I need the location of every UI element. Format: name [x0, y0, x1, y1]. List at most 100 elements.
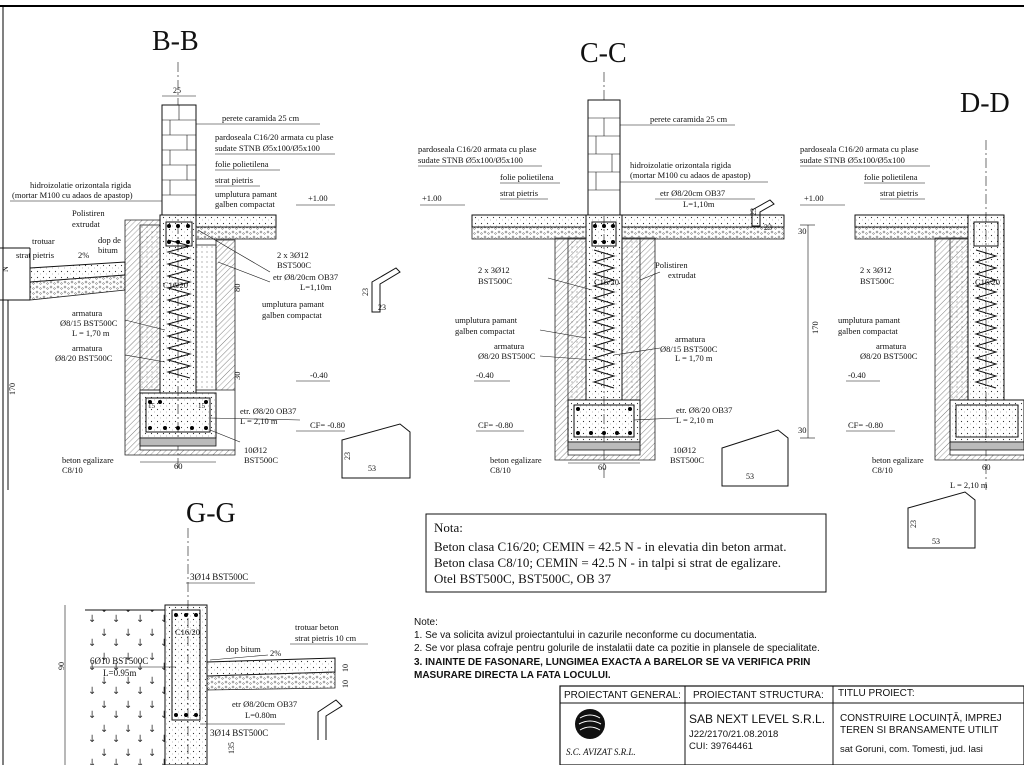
label-bars-dd: 2 x 3Ø12	[860, 265, 892, 275]
label-strat-cc: strat pietris	[500, 188, 538, 198]
tb-project-line-3: sat Goruni, com. Tomesti, jud. Iasi	[840, 744, 983, 755]
label-slope-bb: 2%	[78, 250, 89, 260]
insulation-right-bb	[195, 244, 217, 391]
label-beton-cc: beton egalizare	[490, 455, 542, 465]
label-strat-bb: strat pietris	[215, 175, 253, 185]
label-bars-bot-gg: 3Ø14 BST500C	[210, 728, 268, 738]
label-strat-dd: strat pietris	[880, 188, 918, 198]
label-polistiren2-bb: extrudat	[72, 219, 100, 229]
dim-30a-cc: 30	[798, 226, 807, 236]
level-040-dd: -0.40	[848, 370, 866, 380]
label-perete-bb: perete caramida 25 cm	[222, 113, 300, 123]
level-100-cc: +1.00	[422, 193, 442, 203]
label-hidro2-cc: (mortar M100 cu adaos de apastop)	[630, 170, 751, 180]
label-bars-b2-cc: BST500C	[670, 455, 704, 465]
tb-logo-text: S.C. AVIZAT S.R.L.	[566, 747, 636, 757]
label-etr-b-bb: etr. Ø8/20 OB37	[240, 406, 296, 416]
section-title-bb: B-B	[152, 26, 199, 57]
tb-proiectant-structura: PROIECTANT STRUCTURA:	[693, 690, 824, 701]
note-line-1: 1. Se va solicita avizul proiectantului …	[414, 630, 757, 641]
label-hidro-bb: hidroizolatie orizontala rigida	[30, 180, 131, 190]
label-pardoseala-cc: pardoseala C16/20 armata cu plase	[418, 144, 537, 154]
dim-23b-bb: 23	[378, 303, 386, 312]
label-etr-gg: etr Ø8/20cm OB37	[232, 699, 297, 709]
company-logo	[575, 709, 605, 739]
section-title-gg: G-G	[186, 498, 236, 529]
label-beton2-bb: C8/10	[62, 465, 83, 475]
tb-titlu-proiect: TITLU PROIECT:	[838, 688, 915, 699]
tb-structura-reg: J22/2170/21.08.2018	[689, 729, 778, 740]
dim-10a-gg: 10	[341, 664, 350, 672]
level-080-dd: CF= -0.80	[848, 420, 883, 430]
label-pardoseala2-dd: sudate STNB Ø5x100/Ø5x100	[800, 155, 905, 165]
dim-25: 25	[173, 86, 181, 95]
label-trotuar-gg: trotuar beton	[295, 622, 339, 632]
label-etr2-bb: L=1,10m	[300, 282, 332, 292]
label-bars2-bb: BST500C	[277, 260, 311, 270]
label-arm3-bb: L = 1,70 m	[72, 328, 110, 338]
label-arm-cc: armatura	[675, 334, 705, 344]
dim-53-bb: 53	[368, 464, 376, 473]
label-dop-bb: dop de	[98, 235, 121, 245]
label-pardoseala2-cc: sudate STNB Ø5x100/Ø5x100	[418, 155, 523, 165]
level-040-cc: -0.40	[476, 370, 494, 380]
label-perete-cc: perete caramida 25 cm	[650, 114, 728, 124]
label-bars-top-gg: 3Ø14 BST500C	[190, 572, 248, 582]
nota-line-3: Otel BST500C, BST500C, OB 37	[434, 571, 611, 586]
label-bars-cc: 2 x 3Ø12	[478, 265, 510, 275]
label-hidro2-bb: (mortar M100 cu adaos de apastop)	[12, 190, 133, 200]
label-arm5-dd: Ø8/20 BST500C	[860, 351, 918, 361]
label-etr-b-cc: etr. Ø8/20 OB37	[676, 405, 732, 415]
label-arm3-cc: L = 1,70 m	[675, 353, 713, 363]
level-100-bb: +1.00	[308, 193, 328, 203]
label-bars2-dd: BST500C	[860, 276, 894, 286]
label-arm4-bb: armatura	[72, 343, 102, 353]
dim-23-bb: 23	[361, 288, 370, 296]
dim-23b-cc: 23	[764, 223, 772, 232]
label-etr-b2-dd: L = 2,10 m	[950, 480, 988, 490]
dim-23-dd: 23	[909, 520, 918, 528]
dim-170-cc: 170	[810, 321, 820, 334]
label-c16-bb: C16/20	[163, 280, 188, 290]
label-arm2-bb: Ø8/15 BST500C	[60, 318, 118, 328]
dim-15b-bb: 15	[198, 402, 206, 410]
dim-60-bb: 60	[174, 461, 183, 471]
label-etr2-cc: L=1,10m	[683, 199, 715, 209]
label-umpl-bb: umplutura pamant	[262, 299, 325, 309]
dim-n-bb: N	[1, 266, 10, 272]
lean-concrete-bb	[139, 437, 217, 447]
label-polistiren-cc: Polistiren	[655, 260, 688, 270]
label-slope-gg: 2%	[270, 648, 281, 658]
label-pardoseala-dd: pardoseala C16/20 armata cu plase	[800, 144, 919, 154]
label-arm4-dd: armatura	[876, 341, 906, 351]
label-polistiren-bb: Polistiren	[72, 208, 105, 218]
tb-structura-cui: CUI: 39764461	[689, 741, 753, 752]
label-trotuar-bb: trotuar	[32, 236, 55, 246]
brick-wall-cc	[587, 99, 621, 216]
note-line-2: 2. Se vor plasa cofraje pentru golurile …	[414, 643, 820, 654]
floor-slab-bb	[195, 214, 277, 228]
label-arm-bb: armatura	[72, 308, 102, 318]
label-c16-gg: C16/20	[175, 627, 200, 637]
nota-line-1: Beton clasa C16/20; CEMIN = 42.5 N - in …	[434, 539, 786, 554]
label-umpl2-dd: galben compactat	[838, 326, 898, 336]
label-c16-cc: C16/20	[594, 277, 619, 287]
label-dop2-bb: bitum	[98, 245, 118, 255]
tb-structura-company: SAB NEXT LEVEL S.R.L.	[689, 712, 825, 726]
label-bars-side-gg: 6Ø10 BST500C	[90, 656, 148, 666]
label-trotuar2-gg: strat pietris 10 cm	[295, 633, 357, 643]
label-umplutura-top-bb: umplutura pamant	[215, 189, 278, 199]
label-arm4-cc: armatura	[494, 341, 524, 351]
dim-53-cc: 53	[746, 472, 754, 481]
label-pardoseala-bb: pardoseala C16/20 armata cu plase	[215, 132, 334, 142]
title-block: PROIECTANT GENERAL: PROIECTANT STRUCTURA…	[559, 685, 1024, 765]
dim-80-bb: 80	[232, 284, 242, 293]
label-etr-b2-cc: L = 2,10 m	[676, 415, 714, 425]
tb-proiectant-general: PROIECTANT GENERAL:	[564, 690, 681, 701]
level-080-cc: CF= -0.80	[478, 420, 513, 430]
label-c16-dd: C16/20	[975, 277, 1000, 287]
section-title-cc: C-C	[580, 38, 627, 69]
dim-135-gg: 135	[227, 742, 236, 754]
section-title-dd: D-D	[960, 88, 1010, 119]
